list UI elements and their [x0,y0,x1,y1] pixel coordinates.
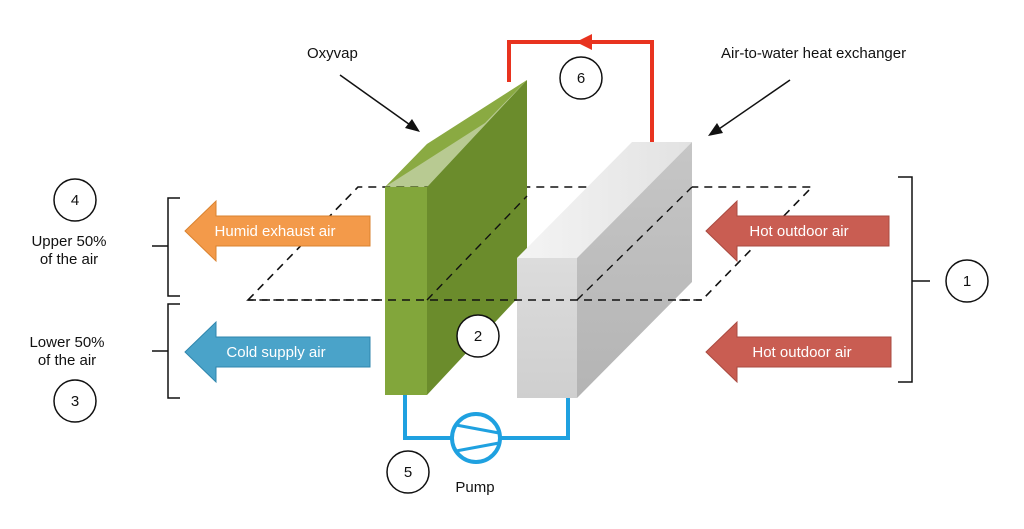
marker-1: 1 [945,259,989,303]
marker-2: 2 [456,314,500,358]
oxyvap-label: Oxyvap [307,45,358,62]
svg-text:1: 1 [963,273,971,290]
hot-outdoor-arrow-bottom: Hot outdoor air [705,320,892,384]
exchanger-side-face [577,142,692,398]
exchanger-pointer-arrow [708,79,791,136]
cold-supply-arrow: Cold supply air [184,320,371,384]
upper-air-label-line2: of the air [40,251,98,268]
oxyvap-front-face [385,187,427,395]
heat-exchanger-label: Air-to-water heat exchanger [721,45,906,62]
oxyvap-side-face [427,80,527,395]
lower-air-label-line1: Lower 50% [29,334,104,351]
oxyvap-pointer-arrow [339,74,420,132]
upper-air-bracket [152,197,180,297]
lower-air-bracket [152,303,180,399]
marker-5: 5 [386,450,430,494]
marker-6: 6 [559,56,603,100]
pump-icon [450,412,502,464]
hot-outdoor-arrow-top: Hot outdoor air [705,199,890,263]
hot-outdoor-top-label: Hot outdoor air [749,223,848,240]
heat-exchanger-block [517,142,692,398]
upper-air-label-line1: Upper 50% [31,233,106,250]
lower-air-label-line2: of the air [38,352,96,369]
exchanger-top-face [517,142,692,258]
svg-text:4: 4 [71,192,79,209]
cold-supply-label: Cold supply air [226,344,325,361]
svg-text:5: 5 [404,464,412,481]
marker-4: 4 [53,178,97,222]
hot-water-flow-arrowhead [576,34,592,50]
outdoor-air-bracket [898,176,930,383]
humid-exhaust-label: Humid exhaust air [215,223,336,240]
cold-water-pipe-right [501,395,570,440]
svg-text:6: 6 [577,70,585,87]
hot-outdoor-bottom-label: Hot outdoor air [752,344,851,361]
oxyvap-block [385,80,527,395]
svg-text:3: 3 [71,393,79,410]
marker-3: 3 [53,379,97,423]
pump-label: Pump [455,479,494,496]
cold-water-pipe-left [403,395,451,440]
svg-text:2: 2 [474,328,482,345]
exchanger-front-face [517,258,577,398]
humid-exhaust-arrow: Humid exhaust air [184,199,371,263]
